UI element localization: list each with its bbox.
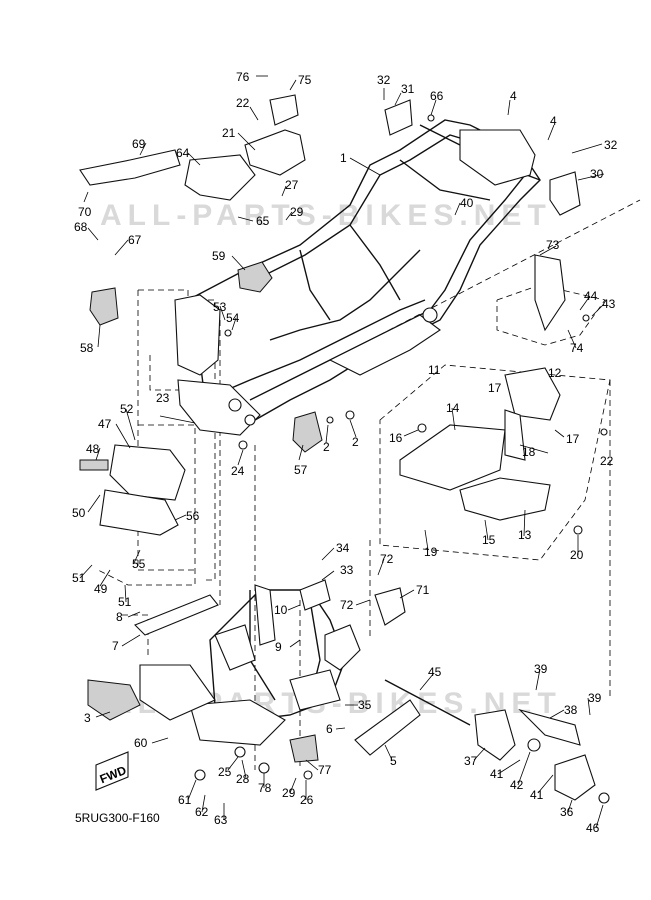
part-number-label: 41 [490,767,504,781]
part-number-label: 5 [390,754,397,768]
leader-lines [79,75,605,829]
part-number-label: 26 [300,793,314,807]
part-number-label: 32 [377,73,391,87]
part-number-label: 52 [120,402,134,416]
part-number-label: 27 [285,178,299,192]
part-number-label: 17 [488,381,502,395]
part-number-label: 39 [534,662,548,676]
part-number-label: 2 [323,440,330,454]
part-number-label: 71 [416,583,430,597]
watermark-top: ALL-PARTS-BIKES.NET [100,199,552,232]
part-number-label: 41 [530,788,544,802]
part-number-label: 22 [236,96,250,110]
part-number-label: 1 [340,151,347,165]
part-number-label: 3 [84,711,91,725]
part-number-label: 57 [294,463,308,477]
part-number-label: 29 [290,205,304,219]
part-number-label: 76 [236,70,250,84]
part-number-label: 18 [522,445,536,459]
part-number-label: 35 [358,698,372,712]
part-number-label: 51 [72,571,86,585]
part-number-label: 75 [298,73,312,87]
part-number-label: 28 [236,772,250,786]
part-number-label: 11 [428,363,441,377]
part-number-label: 43 [602,297,616,311]
fwd-arrow-icon [95,751,129,791]
part-number-label: 45 [428,665,442,679]
part-number-label: 55 [132,557,146,571]
main-frame [174,119,541,436]
part-number-label: 69 [132,137,146,151]
part-number-label: 72 [380,552,394,566]
part-number-label: 44 [584,289,598,303]
part-number-label: 53 [213,300,227,314]
part-number-label: 63 [214,813,228,827]
part-number-label: 56 [186,509,200,523]
part-number-label: 40 [460,196,474,210]
part-number-label: 46 [586,821,600,835]
part-number-label: 72 [340,598,354,612]
part-number-label: 59 [212,249,226,263]
part-number-label: 39 [588,691,602,705]
lower-frame [139,579,361,746]
part-number-label: 13 [518,528,532,542]
part-number-label: 67 [128,233,142,247]
diagram-caption: 5RUG300-F160 [75,811,160,825]
part-number-label: 66 [430,89,444,103]
part-number-label: 48 [86,442,100,456]
part-number-label: 8 [116,610,123,624]
part-number-label: 73 [546,238,560,252]
part-number-label: 22 [600,454,614,468]
part-number-label: 65 [256,214,270,228]
part-number-label: 9 [275,640,282,654]
part-number-label: 58 [80,341,94,355]
part-number-label: 68 [74,220,88,234]
part-number-label: 42 [510,778,524,792]
part-number-label: 54 [226,311,240,325]
part-number-label: 21 [222,126,236,140]
part-number-label: 25 [218,765,232,779]
part-number-label: 60 [134,736,148,750]
part-number-label: 70 [78,205,92,219]
part-number-label: 38 [564,703,578,717]
part-number-label: 19 [424,545,438,559]
part-number-label: 24 [231,464,245,478]
part-number-label: 50 [72,506,86,520]
part-number-label: 64 [176,146,190,160]
part-number-label: 78 [258,781,272,795]
part-number-label: 23 [156,391,170,405]
part-number-label: 31 [401,82,415,96]
part-number-label: 17 [566,432,580,446]
part-number-label: 16 [389,431,403,445]
part-number-label: 47 [98,417,112,431]
part-number-label: 14 [446,401,460,415]
part-number-label: 32 [604,138,618,152]
part-number-label: 12 [548,366,562,380]
part-number-label: 15 [482,533,496,547]
part-number-label: 4 [510,89,517,103]
part-number-label: 4 [550,114,557,128]
part-number-label: 77 [318,763,332,777]
part-number-label: 33 [340,563,354,577]
part-number-label: 34 [336,541,350,555]
part-number-label: 10 [274,603,288,617]
part-number-label: 61 [178,793,192,807]
part-number-label: 37 [464,754,478,768]
part-number-label: 20 [570,548,584,562]
component-parts [79,94,610,804]
part-number-label: 74 [570,341,584,355]
part-number-label: 2 [352,435,359,449]
part-number-label: 29 [282,786,296,800]
part-number-label: 51 [118,595,132,609]
part-number-label: 62 [195,805,209,819]
part-number-label: 7 [112,639,119,653]
part-number-label: 49 [94,582,108,596]
part-number-label: 36 [560,805,574,819]
part-number-label: 30 [590,167,604,181]
part-number-label: 6 [326,722,333,736]
